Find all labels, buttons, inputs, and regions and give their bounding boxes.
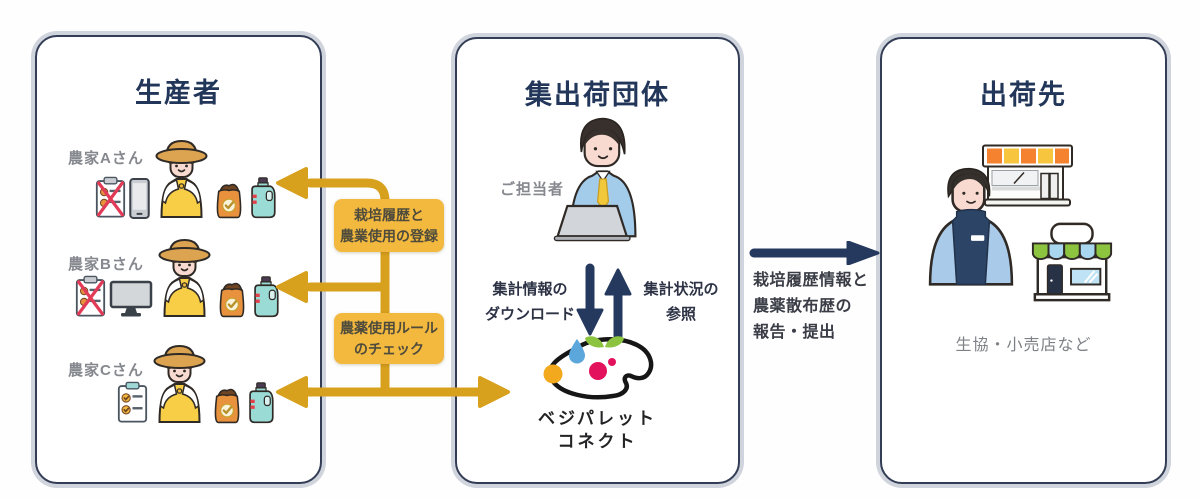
arrowhead-left-c — [276, 376, 308, 408]
farmer-a-row — [95, 137, 278, 219]
farmer-c-row — [117, 342, 276, 424]
farmer-icon — [151, 344, 208, 424]
destination-caption: 生協・小売店など — [955, 337, 1092, 354]
farmer-a-label: 農家Aさん — [68, 150, 144, 167]
office-worker-icon — [549, 115, 657, 243]
monitor-icon — [109, 280, 153, 318]
fertilizer-bag-icon — [213, 181, 245, 219]
palette-logo-icon — [541, 333, 656, 409]
producers-title: 生産者 — [135, 78, 222, 108]
producer-flow-arrows — [268, 160, 520, 408]
register-flow-label: 栽培履歴と 農業使用の登録 — [334, 199, 444, 252]
farmer-c-label: 農家Cさん — [68, 362, 144, 379]
farmer-b-label: 農家Bさん — [68, 256, 144, 273]
sync-arrows — [574, 262, 632, 342]
pesticide-bottle-icon — [246, 382, 276, 424]
shop-awning-icon — [1028, 221, 1116, 303]
destination-panel: 出荷先 — [880, 37, 1167, 484]
check-flow-label: 農薬使用ルール のチェック — [334, 313, 444, 364]
farmer-icon — [156, 238, 213, 318]
fertilizer-bag-icon — [211, 386, 243, 424]
clipboard-checked-icon — [117, 381, 148, 424]
reference-label: 集計状況の 参照 — [643, 281, 719, 323]
farmer-b-row — [75, 236, 281, 318]
report-label: 栽培履歴情報と 農薬散布歴の 報告・提出 — [753, 272, 869, 341]
shopkeeper-icon — [926, 165, 1016, 287]
report-arrow — [748, 241, 884, 265]
clipboard-crossed-icon — [75, 275, 106, 318]
arrowhead-right-c — [478, 376, 510, 408]
fertilizer-bag-icon — [216, 280, 248, 318]
pesticide-bottle-icon — [248, 177, 278, 219]
organization-panel: 集出荷団体 ご担当者 集計情報の ダウンロード 集計状況の 参 — [455, 37, 740, 484]
smartphone-icon — [129, 178, 150, 219]
producers-panel: 生産者 農家Aさん — [35, 35, 322, 484]
product-name: ベジパレット コネクト — [538, 409, 657, 451]
destination-title: 出荷先 — [980, 80, 1067, 110]
arrowhead-left-b — [276, 271, 308, 303]
farmer-icon — [153, 139, 210, 219]
person-label: ご担当者 — [500, 181, 565, 198]
clipboard-crossed-icon — [95, 176, 126, 219]
pesticide-bottle-icon — [251, 276, 281, 318]
store-sign-icon — [980, 142, 1075, 208]
organization-title: 集出荷団体 — [525, 80, 670, 110]
download-label: 集計情報の ダウンロード — [484, 281, 575, 323]
arrowhead-left-a — [276, 167, 308, 199]
